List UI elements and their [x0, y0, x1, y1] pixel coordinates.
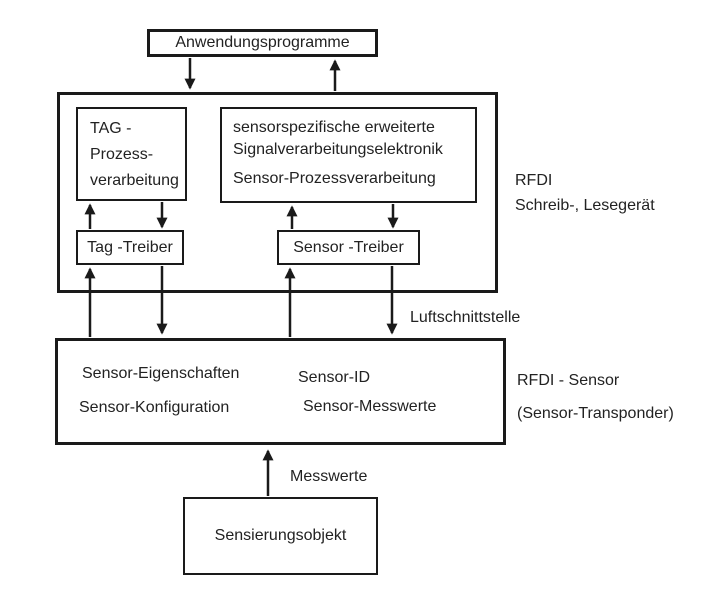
box-tag-prozessverarbeitung: TAG - Prozess- verarbeitung: [76, 107, 187, 201]
sensor-elektronik-line-3: Sensor-Prozessverarbeitung: [233, 170, 436, 187]
tag-prozess-line-1: TAG -: [90, 120, 132, 137]
sensor-treiber-label: Sensor -Treiber: [293, 238, 404, 256]
tag-prozess-line-3: verarbeitung: [90, 172, 179, 189]
label-rfdi-sensor: RFDI - Sensor (Sensor-Transponder): [517, 364, 674, 430]
sensor-elektronik-line-2: Signalverarbeitungselektronik: [233, 141, 443, 158]
tag-treiber-label: Tag -Treiber: [87, 238, 173, 256]
rfdi-sensor-label-line-1: RFDI - Sensor: [517, 372, 620, 389]
sensor-item-konfiguration: Sensor-Konfiguration: [79, 399, 230, 416]
anwendungsprogramme-label: Anwendungsprogramme: [175, 34, 350, 51]
label-luftschnittstelle: Luftschnittstelle: [410, 309, 521, 326]
sensierungsobjekt-label: Sensierungsobjekt: [214, 527, 347, 544]
box-tag-treiber: Tag -Treiber: [76, 230, 184, 265]
sensor-item-eigenschaften: Sensor-Eigenschaften: [82, 365, 240, 382]
sensor-item-messwerte: Sensor-Messwerte: [303, 398, 437, 415]
rfdi-reader-label-line-2: Schreib-, Lesegerät: [515, 197, 655, 214]
label-rfdi-reader: RFDI Schreib-, Lesegerät: [515, 168, 655, 218]
box-sensor-signalverarbeitung: sensorspezifische erweiterte Signalverar…: [220, 107, 477, 203]
box-anwendungsprogramme: Anwendungsprogramme: [147, 29, 378, 57]
rfdi-reader-label-line-1: RFDI: [515, 172, 553, 189]
tag-prozess-line-2: Prozess-: [90, 146, 154, 163]
sensor-item-id: Sensor-ID: [298, 369, 371, 386]
box-sensierungsobjekt: Sensierungsobjekt: [183, 497, 378, 575]
sensor-elektronik-line-1: sensorspezifische erweiterte: [233, 119, 435, 136]
label-messwerte: Messwerte: [290, 468, 368, 485]
box-sensor-treiber: Sensor -Treiber: [277, 230, 420, 265]
box-rfdi-sensor: Sensor-Eigenschaften Sensor-Konfiguratio…: [55, 338, 506, 445]
rfdi-sensor-label-line-2: (Sensor-Transponder): [517, 405, 674, 422]
